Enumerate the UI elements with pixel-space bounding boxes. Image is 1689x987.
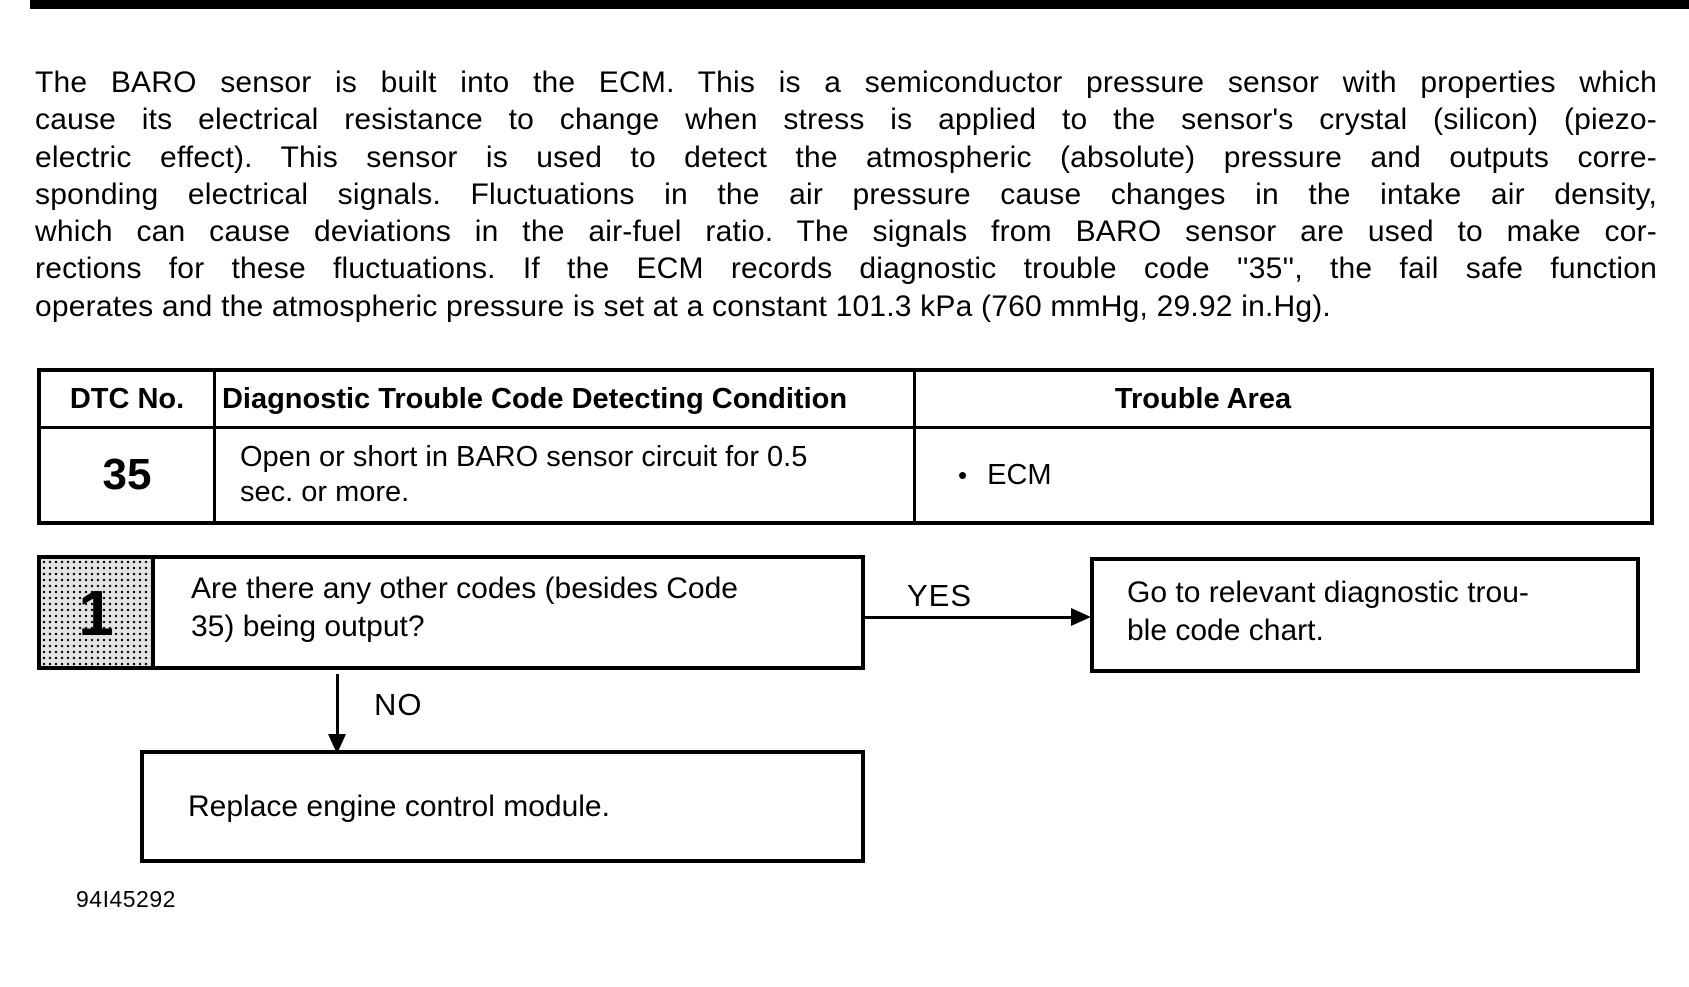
question-line: Are there any other codes (besides Code <box>191 572 738 605</box>
no-result-box: Replace engine control module. <box>140 750 865 863</box>
header-dtc-no: DTC No. <box>41 372 216 429</box>
paragraph-line: cause its electrical resistance to chang… <box>35 103 1657 137</box>
cell-dtc-no: 35 <box>41 429 216 521</box>
no-arrow-line <box>336 674 339 736</box>
dtc-table: DTC No. Diagnostic Trouble Code Detectin… <box>37 368 1654 525</box>
description-paragraph: The BARO sensor is built into the ECM. T… <box>35 64 1657 325</box>
page-top-edge-bar <box>30 0 1689 9</box>
condition-line: sec. or more. <box>240 476 410 508</box>
condition-line: Open or short in BARO sensor circuit for… <box>240 441 808 473</box>
question-box: Are there any other codes (besides Code … <box>151 555 865 670</box>
paragraph-line: sponding electrical signals. Fluctuation… <box>35 177 1657 211</box>
document-code: 94I45292 <box>76 886 176 912</box>
cell-detecting-condition: Open or short in BARO sensor circuit for… <box>216 429 916 521</box>
step-number: 1 <box>78 576 114 649</box>
yes-label: YES <box>907 578 973 613</box>
no-label: NO <box>374 687 423 722</box>
bullet-marker: • <box>958 459 968 490</box>
paragraph-line: operates and the atmospheric pressure is… <box>35 289 1331 323</box>
paragraph-line: The BARO sensor is built into the ECM. T… <box>35 66 1657 99</box>
step-number-box: 1 <box>37 555 155 670</box>
cell-trouble-area: • ECM <box>916 429 1650 521</box>
question-line: 35) being output? <box>191 610 425 643</box>
header-trouble-area: Trouble Area <box>916 372 1650 429</box>
paragraph-line: which can cause deviations in the air-fu… <box>35 215 1657 249</box>
no-arrowhead-icon <box>328 734 346 754</box>
paragraph-line: electric effect). This sensor is used to… <box>35 140 1657 174</box>
yes-result-box: Go to relevant diagnostic trou- ble code… <box>1090 557 1640 673</box>
no-result-text: Replace engine control module. <box>188 789 610 823</box>
yes-result-line: ble code chart. <box>1127 614 1324 647</box>
header-detecting-condition: Diagnostic Trouble Code Detecting Condit… <box>216 372 916 429</box>
paragraph-line: rections for these fluctuations. If the … <box>35 252 1657 286</box>
yes-result-line: Go to relevant diagnostic trou- <box>1127 576 1529 609</box>
yes-arrowhead-icon <box>1071 608 1091 626</box>
trouble-area-value: ECM <box>987 458 1052 491</box>
yes-arrow-line <box>865 616 1073 619</box>
